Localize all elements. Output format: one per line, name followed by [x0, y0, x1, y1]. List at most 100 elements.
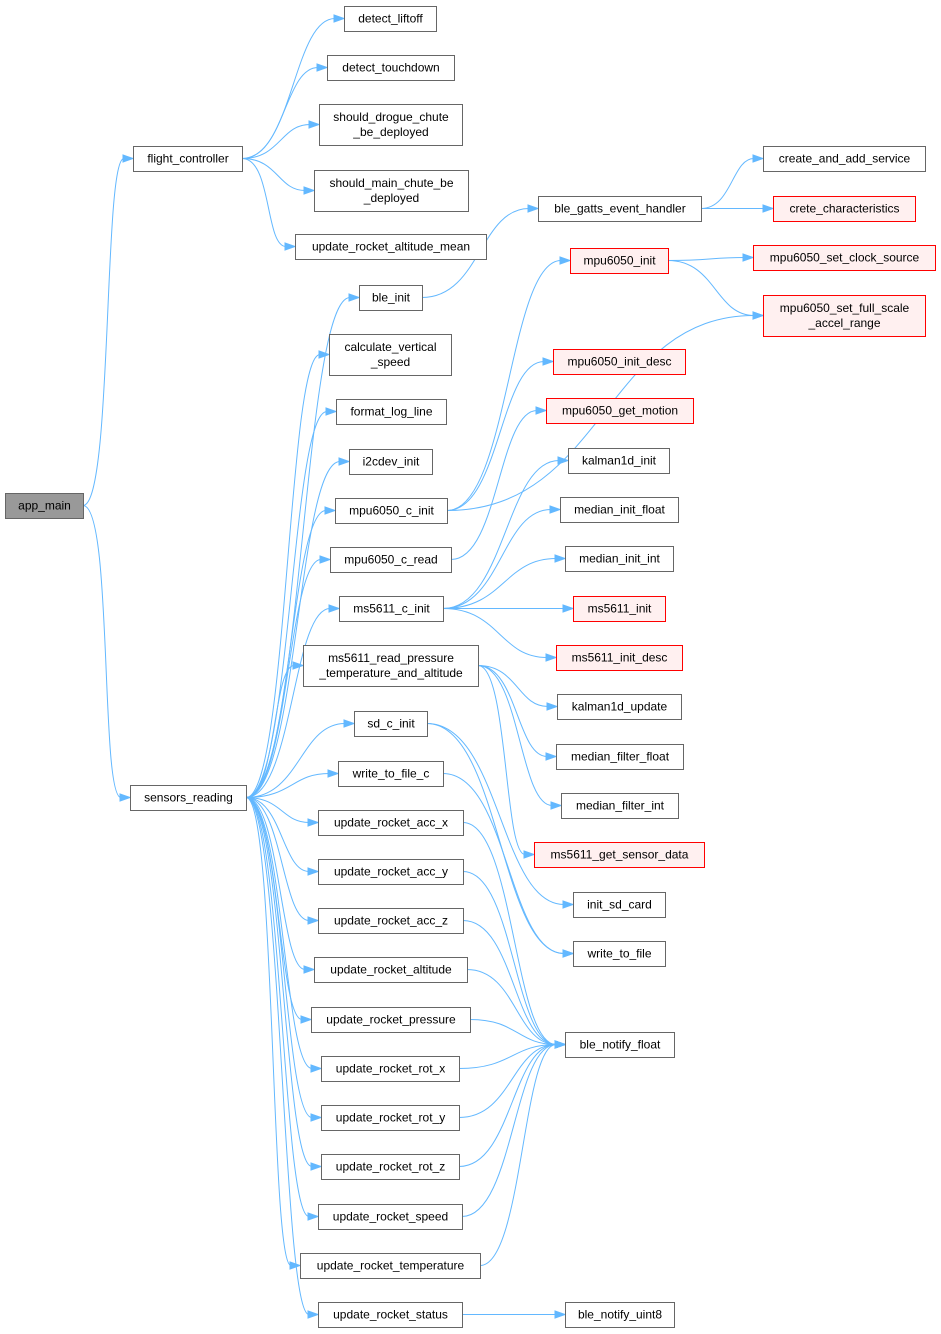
node-calculate-vertical-speed[interactable]: calculate_vertical_speed	[329, 334, 452, 376]
edge-app-main-to-sensors-reading	[82, 505, 122, 798]
node-ms5611-c-init[interactable]: ms5611_c_init	[339, 596, 444, 622]
node-median-filter-int[interactable]: median_filter_int	[561, 793, 679, 819]
arrowhead-ble-notify-uint8	[554, 1310, 567, 1319]
node-label-mpu6050-get-motion-0: mpu6050_get_motion	[562, 404, 678, 418]
node-update-rocket-acc-x[interactable]: update_rocket_acc_x	[318, 810, 464, 836]
node-write-to-file[interactable]: write_to_file	[573, 941, 666, 967]
arrowhead-update-rocket-rot-z	[310, 1162, 323, 1171]
node-detect-touchdown[interactable]: detect_touchdown	[327, 55, 455, 81]
node-label-should-main-chute-be-deployed-1: _deployed	[363, 191, 419, 205]
node-mpu6050-set-clock-source[interactable]: mpu6050_set_clock_source	[753, 245, 936, 271]
node-update-rocket-pressure[interactable]: update_rocket_pressure	[311, 1007, 471, 1033]
edge-sensors-reading-to-update-rocket-acc-x	[245, 797, 310, 823]
node-label-median-init-float-0: median_init_float	[574, 503, 665, 517]
node-update-rocket-speed[interactable]: update_rocket_speed	[318, 1204, 463, 1230]
edge-sensors-reading-to-calculate-vertical-speed	[245, 354, 321, 798]
node-kalman1d-update[interactable]: kalman1d_update	[557, 694, 682, 720]
node-mpu6050-init-desc[interactable]: mpu6050_init_desc	[553, 349, 686, 375]
node-should-main-chute-be-deployed[interactable]: should_main_chute_be_deployed	[314, 170, 469, 212]
node-label-mpu6050-set-clock-source-0: mpu6050_set_clock_source	[770, 251, 920, 265]
node-median-init-float[interactable]: median_init_float	[560, 497, 679, 523]
node-median-filter-float[interactable]: median_filter_float	[556, 744, 684, 770]
node-init-sd-card[interactable]: init_sd_card	[573, 892, 666, 918]
call-edges	[82, 14, 775, 1319]
edge-sensors-reading-to-sd-c-init	[245, 723, 346, 798]
node-update-rocket-acc-z[interactable]: update_rocket_acc_z	[318, 908, 464, 934]
node-box-sensors-reading	[130, 785, 247, 811]
edge-sd-c-init-to-init-sd-card	[426, 723, 565, 905]
arrowhead-sensors-reading	[119, 793, 132, 802]
node-ble-notify-uint8[interactable]: ble_notify_uint8	[565, 1302, 675, 1328]
node-update-rocket-status[interactable]: update_rocket_status	[318, 1302, 463, 1328]
edge-update-rocket-pressure-to-ble-notify-float	[469, 1019, 557, 1045]
node-detect-liftoff[interactable]: detect_liftoff	[344, 6, 437, 32]
node-write-to-file-c[interactable]: write_to_file_c	[338, 761, 444, 787]
edge-update-rocket-altitude-to-ble-notify-float	[466, 969, 557, 1045]
node-box-kalman1d-init	[568, 448, 670, 474]
node-ms5611-get-sensor-data[interactable]: ms5611_get_sensor_data	[534, 842, 705, 868]
edge-mpu6050-init-to-mpu6050-set-clock-source	[667, 257, 745, 261]
node-box-mpu6050-set-full-scale-accel-range	[763, 295, 926, 337]
node-box-mpu6050-init	[570, 248, 669, 274]
node-flight-controller[interactable]: flight_controller	[133, 146, 243, 172]
node-i2cdev-init[interactable]: i2cdev_init	[349, 449, 433, 475]
node-update-rocket-altitude[interactable]: update_rocket_altitude	[314, 957, 468, 983]
node-box-ms5611-read-pressure-temperature-and-altitude	[303, 645, 479, 687]
node-ble-gatts-event-handler[interactable]: ble_gatts_event_handler	[538, 196, 702, 222]
edge-sensors-reading-to-update-rocket-rot-z	[245, 797, 313, 1167]
node-app-main[interactable]: app_main	[5, 493, 84, 519]
edge-sensors-reading-to-update-rocket-altitude	[245, 797, 306, 970]
node-sd-c-init[interactable]: sd_c_init	[354, 711, 428, 737]
node-ble-notify-float[interactable]: ble_notify_float	[565, 1032, 675, 1058]
node-median-init-int[interactable]: median_init_int	[565, 546, 674, 572]
node-box-ms5611-init	[573, 596, 666, 622]
node-crete-characteristics[interactable]: crete_characteristics	[773, 196, 916, 222]
node-label-calculate-vertical-speed-0: calculate_vertical	[344, 340, 436, 354]
edge-sensors-reading-to-update-rocket-acc-z	[245, 797, 310, 921]
node-mpu6050-init[interactable]: mpu6050_init	[570, 248, 669, 274]
node-update-rocket-temperature[interactable]: update_rocket_temperature	[300, 1253, 481, 1279]
edge-sensors-reading-to-ms5611-c-init	[245, 608, 331, 798]
edge-sensors-reading-to-update-rocket-temperature	[245, 797, 292, 1266]
node-mpu6050-get-motion[interactable]: mpu6050_get_motion	[546, 398, 694, 424]
node-update-rocket-acc-y[interactable]: update_rocket_acc_y	[318, 859, 464, 885]
edge-sensors-reading-to-write-to-file-c	[245, 773, 330, 798]
node-should-drogue-chute-be-deployed[interactable]: should_drogue_chute_be_deployed	[319, 104, 463, 146]
edge-ms5611-read-pressure-temperature-and-altitude-to-median-filter-int	[477, 665, 553, 806]
node-box-calculate-vertical-speed	[329, 334, 452, 376]
arrowhead-init-sd-card	[562, 900, 575, 909]
edge-ms5611-read-pressure-temperature-and-altitude-to-median-filter-float	[477, 665, 548, 757]
node-sensors-reading[interactable]: sensors_reading	[130, 785, 247, 811]
node-label-should-main-chute-be-deployed-0: should_main_chute_be	[329, 176, 453, 190]
node-label-update-rocket-rot-z-0: update_rocket_rot_z	[336, 1160, 445, 1174]
node-mpu6050-c-init[interactable]: mpu6050_c_init	[335, 498, 448, 524]
node-update-rocket-rot-x[interactable]: update_rocket_rot_x	[321, 1056, 460, 1082]
arrowhead-update-rocket-status	[307, 1310, 320, 1319]
node-update-rocket-rot-z[interactable]: update_rocket_rot_z	[321, 1154, 460, 1180]
node-update-rocket-rot-y[interactable]: update_rocket_rot_y	[321, 1105, 460, 1131]
node-label-flight-controller-0: flight_controller	[147, 152, 228, 166]
node-box-ble-gatts-event-handler	[538, 196, 702, 222]
node-update-rocket-altitude-mean[interactable]: update_rocket_altitude_mean	[295, 234, 487, 260]
edge-app-main-to-flight-controller	[82, 158, 125, 506]
node-ms5611-read-pressure-temperature-and-altitude[interactable]: ms5611_read_pressure_temperature_and_alt…	[303, 645, 479, 687]
node-ble-init[interactable]: ble_init	[359, 285, 423, 311]
node-ms5611-init[interactable]: ms5611_init	[573, 596, 666, 622]
node-mpu6050-set-full-scale-accel-range[interactable]: mpu6050_set_full_scale_accel_range	[763, 295, 926, 337]
arrowhead-sd-c-init	[343, 719, 356, 728]
node-create-and-add-service[interactable]: create_and_add_service	[763, 146, 926, 172]
node-format-log-line[interactable]: format_log_line	[336, 399, 447, 425]
node-label-detect-liftoff-0: detect_liftoff	[358, 12, 423, 26]
node-box-update-rocket-rot-z	[321, 1154, 460, 1180]
node-mpu6050-c-read[interactable]: mpu6050_c_read	[330, 547, 452, 573]
node-label-update-rocket-speed-0: update_rocket_speed	[333, 1210, 448, 1224]
arrowhead-kalman1d-update	[546, 702, 559, 711]
arrowhead-detect-liftoff	[333, 14, 346, 23]
node-label-detect-touchdown-0: detect_touchdown	[342, 61, 439, 75]
node-box-median-init-int	[565, 546, 674, 572]
arrowhead-update-rocket-rot-y	[310, 1113, 323, 1122]
node-box-update-rocket-speed	[318, 1204, 463, 1230]
node-ms5611-init-desc[interactable]: ms5611_init_desc	[556, 645, 683, 671]
node-kalman1d-init[interactable]: kalman1d_init	[568, 448, 670, 474]
